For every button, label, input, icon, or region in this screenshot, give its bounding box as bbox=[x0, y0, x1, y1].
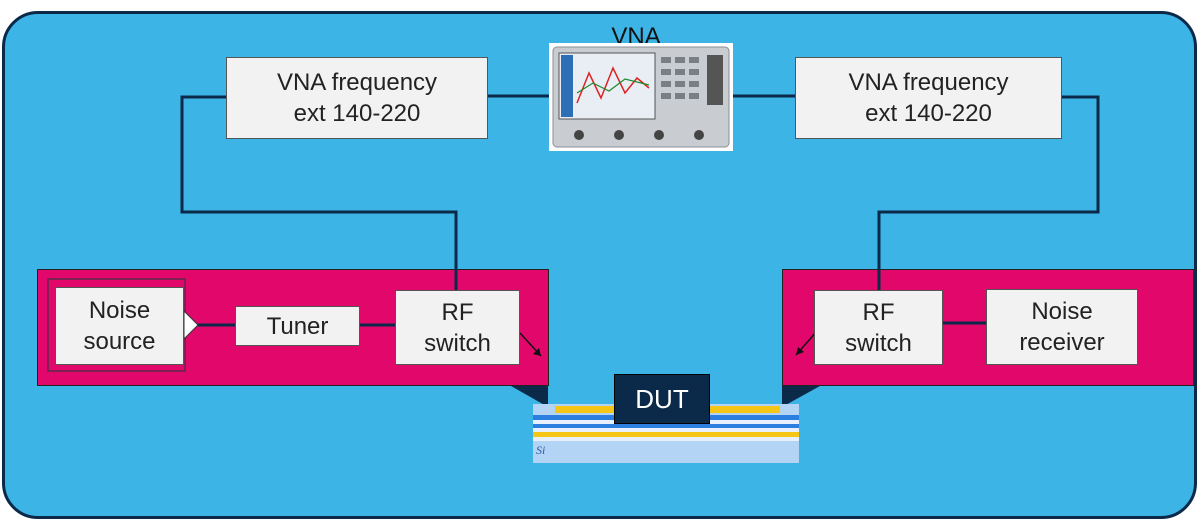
wafer-layer-5 bbox=[533, 437, 799, 441]
left-ext-to-rf-switch-wire bbox=[180, 95, 458, 290]
tuner-box: Tuner bbox=[235, 306, 360, 346]
noise-source-output-triangle bbox=[183, 309, 199, 341]
left-probe-tip bbox=[511, 386, 548, 407]
right-rf-switch-box: RF switch bbox=[814, 290, 943, 365]
vna-instrument-image bbox=[549, 43, 733, 151]
silicon-substrate bbox=[533, 441, 799, 463]
right-probe-tip bbox=[782, 386, 820, 407]
right-pad-metal bbox=[708, 406, 780, 413]
noise-receiver-box: Noise receiver bbox=[986, 289, 1138, 365]
left-probe-arrowhead bbox=[533, 348, 541, 356]
wafer-layer-4 bbox=[533, 428, 799, 432]
wafer-metal-layer bbox=[533, 432, 799, 437]
right-ext-to-rf-switch-wire bbox=[877, 95, 1100, 290]
wafer-layer-3 bbox=[533, 424, 799, 428]
noise-source-box: Noise source bbox=[55, 287, 184, 365]
right-vna-frequency-extender: VNA frequency ext 140-220 bbox=[795, 57, 1062, 139]
dut-block: DUT bbox=[614, 374, 710, 424]
right-probe-arrowhead bbox=[796, 347, 804, 355]
silicon-label: Si bbox=[536, 443, 546, 457]
left-rf-switch-box: RF switch bbox=[395, 290, 520, 365]
left-pad-metal bbox=[555, 406, 617, 413]
left-vna-frequency-extender: VNA frequency ext 140-220 bbox=[226, 57, 488, 139]
